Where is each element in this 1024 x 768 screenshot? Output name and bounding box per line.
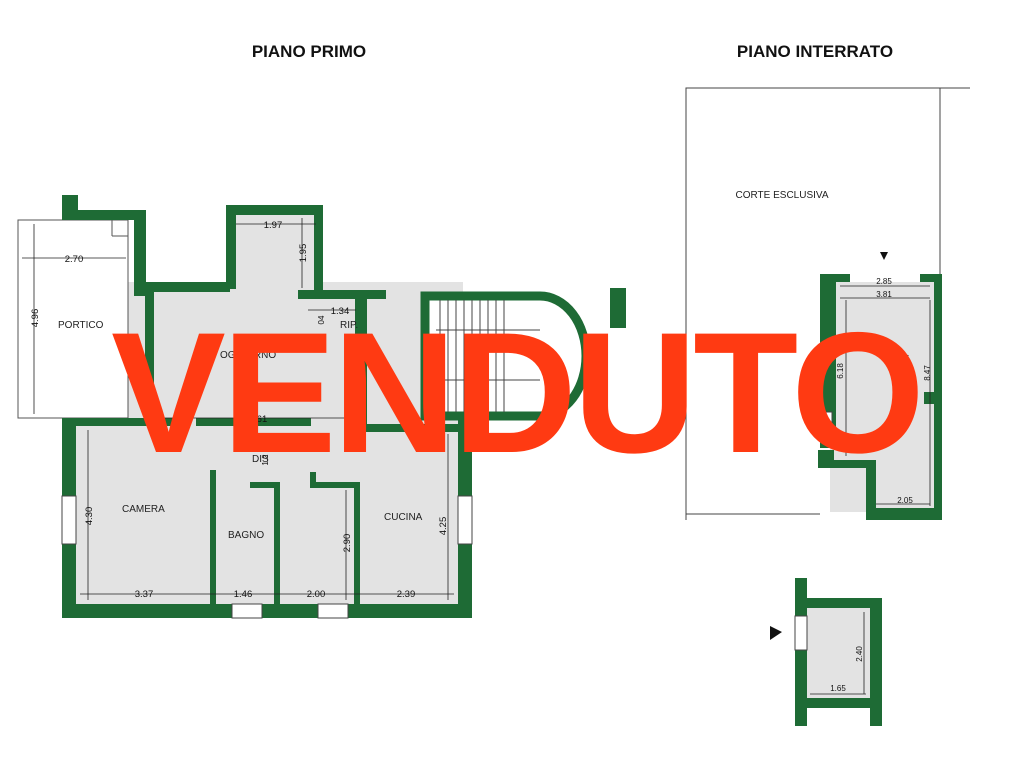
dim-garage-top: 2.85 [876,277,892,286]
dim-garage-inner: 3.81 [876,290,892,299]
basement-plan: CORTE ESCLUSIVA 2.85 3.81 6.18 8.47 2.05 [685,87,970,726]
dim-rip-height: 04 [317,315,326,324]
garage-walls [818,274,942,520]
first-floor-walls [62,195,626,618]
dim-portico-width: 2.70 [65,254,84,265]
dim-box-width: 1.65 [830,684,846,693]
dim-rip-width: 1.34 [331,306,350,317]
first-floor-title: PIANO PRIMO [252,42,366,61]
dim-box-height: 2.40 [855,646,864,662]
dim-bottom-2: 1.46 [234,589,253,600]
room-label-portico: PORTICO [58,320,104,331]
dim-bottom-3: 2.00 [307,589,326,600]
courtyard-outline [685,87,970,520]
room-label-cucina: CUCINA [384,512,423,523]
dim-garage-left: 6.18 [836,363,845,379]
garage-dimension-lines [840,285,931,506]
box-area [806,606,878,698]
room-label-ripostiglio: RIP. [340,320,358,331]
room-label-soggiorno: OGGIORNO [220,350,276,361]
room-label-disimpegno: DIS [252,454,269,465]
dim-camera-height: 4.30 [84,507,95,526]
dim-top-room-width: 1.97 [264,220,283,231]
courtyard-entrance-icon [880,252,888,260]
top-room-area [228,212,320,292]
dim-bath-height: 2.90 [342,534,353,553]
dim-portico-height: 4.96 [30,309,41,328]
dim-living-width: 5.61 [249,414,268,425]
dim-dis-height: 1.2 [261,454,270,466]
first-floor-plan: PORTICO OGGIORNO RIP. DIS CAMERA BAGNO C… [17,195,626,619]
entrance-arrow-icon [383,376,392,390]
first-floor-dimension-lines [22,218,454,600]
room-label-bagno: BAGNO [228,530,264,541]
dim-garage-bottom: 2.05 [897,496,913,505]
box-entrance-icon [770,626,782,640]
box-door [794,615,808,651]
dim-top-room-height: 1.95 [298,244,309,263]
room-label-garage: GE [895,354,910,365]
room-label-camera: CAMERA [122,504,165,515]
basement-title: PIANO INTERRATO [737,42,893,61]
box-dimension-lines [810,612,866,695]
stair-steps [436,300,540,412]
box-walls [795,578,882,726]
dim-cucina-height: 4.25 [438,517,449,536]
room-label-corte: CORTE ESCLUSIVA [736,190,829,201]
dim-bottom-4: 2.39 [397,589,416,600]
sold-stamp: VENDUTO [111,297,921,489]
garage-area [830,282,938,512]
dim-garage-right: 8.47 [923,365,932,381]
dim-bottom-1: 3.37 [135,589,154,600]
stair-wall [420,291,591,421]
first-floor-area [75,282,463,604]
garage-window [819,411,833,439]
first-floor-windows [61,495,473,619]
